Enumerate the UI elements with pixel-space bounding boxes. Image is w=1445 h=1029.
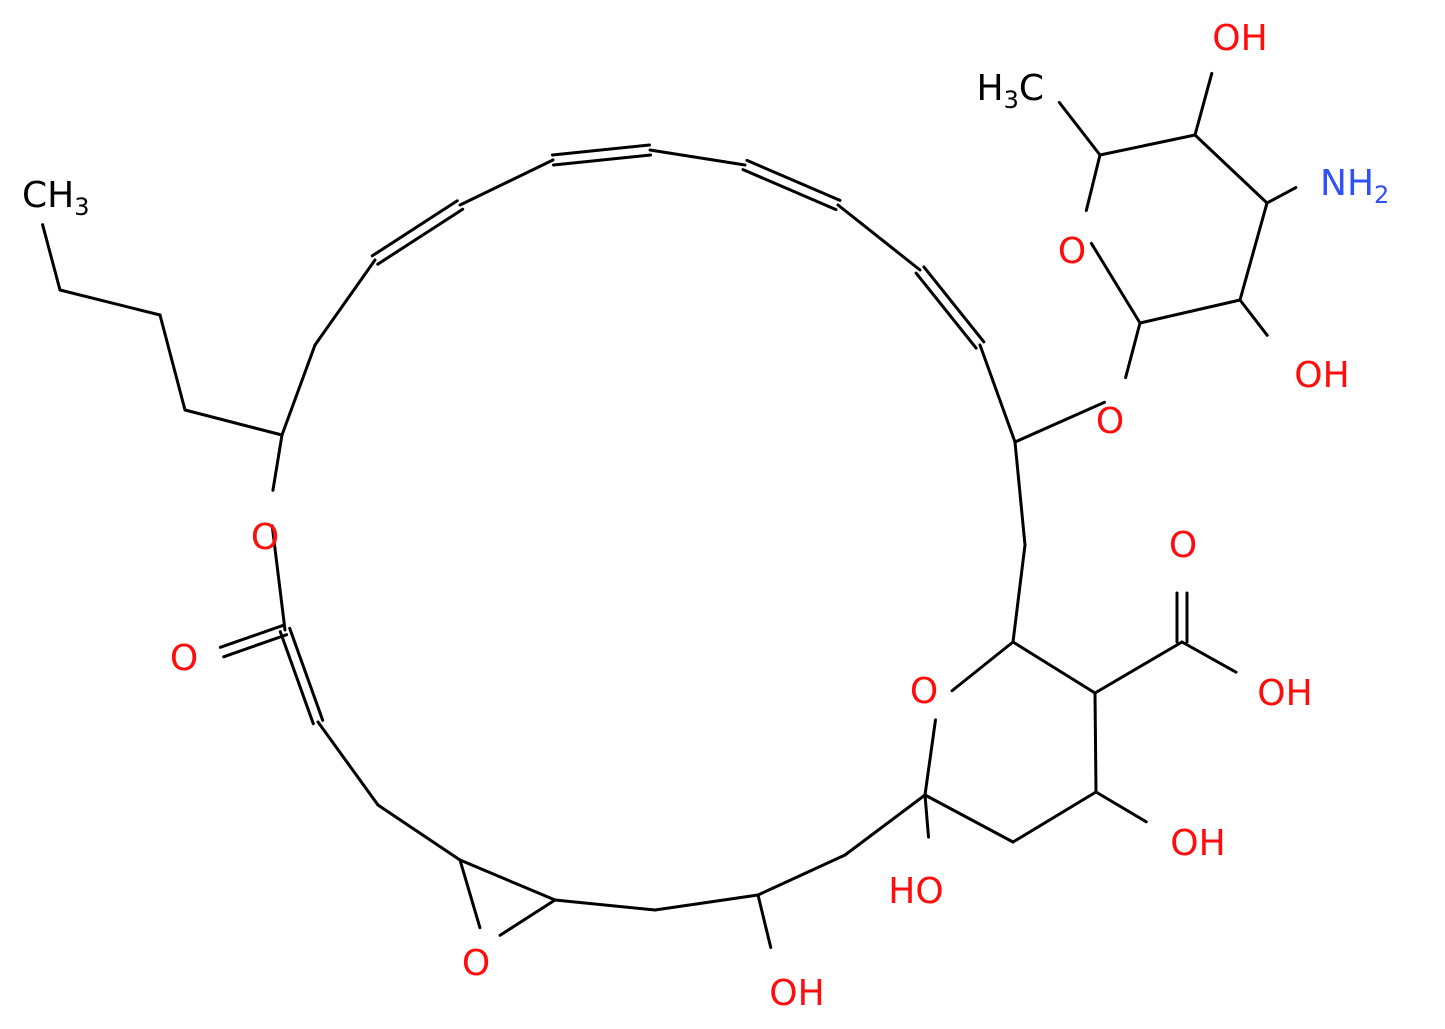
double-bond-line bbox=[550, 143, 651, 157]
double-bond-line bbox=[552, 153, 653, 167]
single-bond bbox=[271, 433, 284, 492]
single-bond bbox=[1193, 71, 1214, 137]
single-bond bbox=[1011, 543, 1027, 644]
oh-label-sugar-top: OH bbox=[1212, 18, 1267, 59]
o-label-carboxyl-double: O bbox=[1169, 525, 1197, 566]
oh-label-lower: OH bbox=[769, 973, 824, 1014]
single-bond bbox=[836, 203, 922, 272]
single-bond bbox=[923, 793, 931, 839]
double-bond-line bbox=[370, 199, 459, 258]
single-bond bbox=[1089, 241, 1142, 325]
single-bond bbox=[41, 223, 62, 292]
single-bond bbox=[458, 858, 557, 902]
double-bond-line bbox=[278, 630, 315, 726]
bond-lines bbox=[41, 71, 1298, 950]
single-bond bbox=[653, 893, 760, 912]
atom-labels: OH H3C NH2 O OH O CH3 O O O OH O OH HO O… bbox=[22, 18, 1389, 1014]
single-bond bbox=[1193, 133, 1269, 205]
single-bond bbox=[1138, 298, 1242, 325]
single-bond bbox=[1093, 691, 1098, 794]
single-bond bbox=[270, 524, 287, 632]
single-bond bbox=[553, 898, 657, 912]
o-label-lactone-ring: O bbox=[251, 517, 279, 558]
single-bond bbox=[1057, 100, 1102, 157]
single-bond bbox=[158, 313, 187, 412]
single-bond bbox=[498, 898, 557, 937]
single-bond bbox=[458, 858, 482, 930]
double-bond-line bbox=[222, 633, 289, 659]
single-bond bbox=[756, 893, 773, 950]
single-bond bbox=[280, 343, 317, 437]
single-bond bbox=[376, 803, 462, 862]
double-bond-line bbox=[288, 626, 325, 722]
o-label-sugar-ring: O bbox=[1058, 231, 1086, 272]
single-bond bbox=[1238, 298, 1269, 337]
single-bond bbox=[756, 853, 847, 897]
ch3-label-butyl: CH3 bbox=[22, 175, 90, 221]
single-bond bbox=[316, 720, 380, 807]
single-bond bbox=[1265, 186, 1298, 205]
single-bond bbox=[1013, 400, 1107, 444]
single-bond bbox=[1093, 640, 1184, 695]
oh-label-sugar-bottom: OH bbox=[1294, 355, 1349, 396]
single-bond bbox=[648, 148, 747, 167]
single-bond bbox=[843, 793, 927, 857]
oh-label-carboxyl: OH bbox=[1257, 673, 1312, 714]
ch3-label-sugar: H3C bbox=[977, 68, 1045, 114]
single-bond bbox=[1011, 640, 1097, 695]
single-bond bbox=[1180, 640, 1238, 674]
single-bond bbox=[923, 718, 938, 797]
single-bond bbox=[950, 640, 1015, 693]
single-bond bbox=[1098, 133, 1197, 157]
oh-label-pyran-right: OH bbox=[1170, 823, 1225, 864]
single-bond bbox=[978, 343, 1017, 444]
nh2-label: NH2 bbox=[1320, 163, 1389, 209]
single-bond bbox=[1238, 201, 1269, 302]
ho-label-hemiketal: HO bbox=[888, 871, 943, 912]
ch3-sugar-text: H3C bbox=[977, 68, 1045, 114]
single-bond bbox=[1011, 790, 1098, 844]
single-bond bbox=[923, 793, 1015, 844]
single-bond bbox=[1124, 321, 1142, 380]
single-bond bbox=[1013, 440, 1027, 547]
single-bond bbox=[313, 258, 377, 347]
single-bond bbox=[1094, 790, 1148, 824]
single-bond bbox=[58, 288, 162, 317]
double-bond-line bbox=[741, 168, 838, 212]
single-bond bbox=[1084, 153, 1102, 213]
o-label-glycosidic: O bbox=[1096, 401, 1124, 442]
double-bond-line bbox=[376, 207, 465, 266]
double-bond-line bbox=[745, 158, 842, 202]
single-bond bbox=[183, 408, 284, 437]
o-label-epoxide: O bbox=[462, 943, 490, 984]
double-bond-line bbox=[914, 271, 978, 350]
double-bond-line bbox=[922, 265, 986, 344]
o-label-carbonyl: O bbox=[170, 638, 198, 679]
single-bond bbox=[458, 158, 555, 207]
double-bond-line bbox=[218, 623, 285, 649]
o-label-pyran: O bbox=[910, 671, 938, 712]
